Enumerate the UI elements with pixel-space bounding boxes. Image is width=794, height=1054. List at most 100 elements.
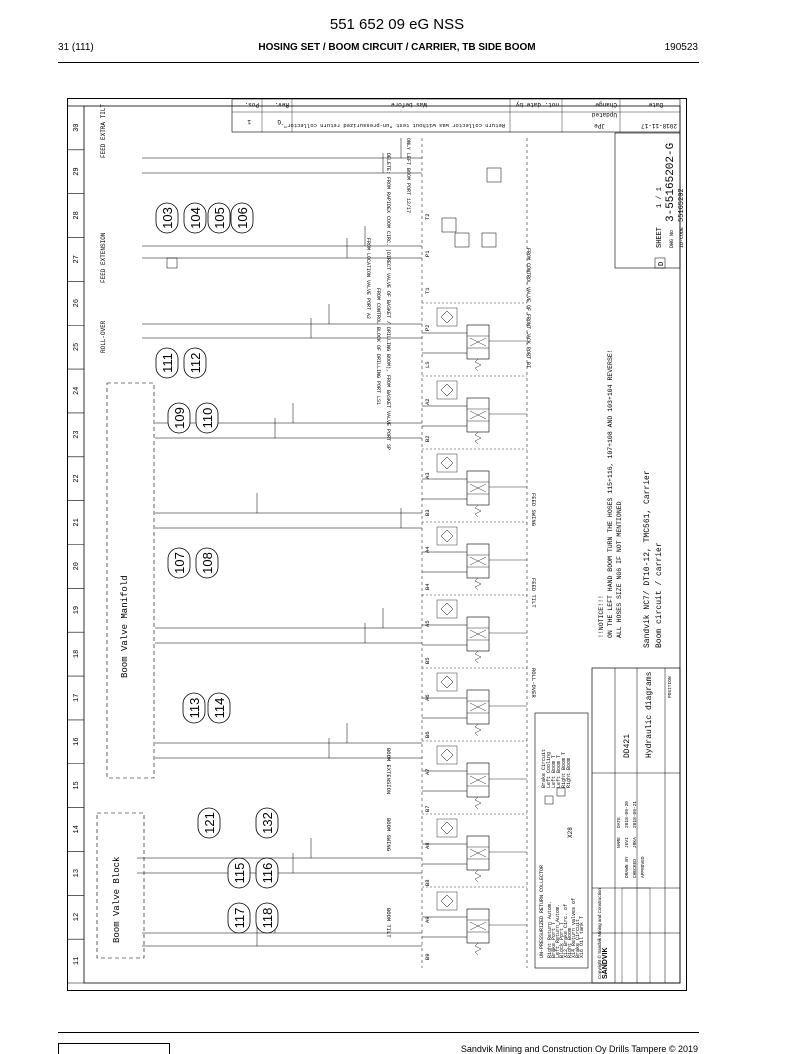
rev-row-pos: 1 (247, 118, 251, 125)
hose-number: 121 (202, 812, 217, 834)
hose-number: 111 (160, 353, 175, 373)
port-labels: B9A9B8A8B7A7B6A6B5A5B4A4B3A3B2A2LSP2T1P1… (424, 213, 431, 960)
rev-row-text: Return collector was without text "un-pr… (281, 122, 505, 129)
check-housing (436, 307, 458, 327)
legend-title: UN-PRESSURIZED RETURN COLLECTOR (539, 865, 545, 958)
label-roll-over: ROLL-OVER (100, 320, 107, 353)
tb-product: DD421 (623, 734, 632, 758)
column-label: 22 (73, 474, 81, 482)
label-feed-extra-tilt: FEED EXTRA TILT (100, 104, 107, 158)
valve-port-label: B2 (424, 435, 431, 442)
label-boom-extension: BOOM EXTENSION (385, 748, 392, 794)
hose-bubble: 104 (183, 202, 207, 234)
valve-port-label: A7 (424, 768, 431, 775)
check-valve (440, 310, 454, 324)
column-label: 18 (73, 650, 81, 658)
valve-manifold-label: Boom Valve Manifold (120, 575, 130, 678)
notice-line-2: ON THE LEFT HAND BOOM TURN THE HOSES 115… (607, 349, 614, 638)
spool-arrow (469, 629, 487, 639)
tb-category: Hydraulic diagrams (645, 671, 654, 758)
column-label: 11 (73, 957, 81, 965)
spool-spring (474, 942, 482, 956)
hose-bubble-outline (195, 402, 219, 434)
tb-sheet: 1 / 1 (656, 187, 664, 208)
tb-approved: APPROVED (640, 856, 646, 878)
hose-bubble-outline (167, 547, 191, 579)
legend-brake-line: Left Cooling (546, 752, 552, 788)
hose-bubble: 132 (255, 807, 279, 839)
rev-col-rev: Rev. (275, 101, 289, 108)
hose-bubble-outline (227, 857, 251, 889)
column-label: 26 (73, 299, 81, 307)
spool-spring (474, 650, 482, 664)
hose-bubble: 116 (255, 857, 279, 889)
tb-dwg-label: DWG No (669, 230, 675, 248)
hose-bubble: 113 (182, 692, 206, 724)
brand-sandvik: SANDVIK (602, 947, 609, 979)
hose-bubble-outline (255, 902, 279, 934)
valve-port-label: LS (424, 361, 431, 368)
check-valve (440, 675, 454, 689)
hose-number: 103 (160, 207, 175, 229)
check-housing (436, 526, 458, 546)
check-housing (436, 599, 458, 619)
hose-bubble: 107 (167, 547, 191, 579)
check-valve (440, 748, 454, 762)
column-label: 30 (73, 124, 81, 132)
valve-port-label: A8 (424, 842, 431, 849)
spool-spring (474, 431, 482, 445)
hose-number: 115 (232, 863, 247, 884)
valve-port-label: B6 (424, 731, 431, 738)
valve-port-label: B8 (424, 879, 431, 886)
tb-id-label: ID-CODE (679, 227, 685, 248)
page-number: 31 (111) (58, 42, 94, 53)
date-code: 190523 (664, 42, 698, 53)
spool-arrow (469, 848, 487, 858)
legend-line: X12 Brake Circ. of (563, 904, 569, 958)
border-column-ticks (67, 105, 84, 940)
callout-delete: DELETE: FROM RAPIDEX COOM CIRC. (DIRECT … (385, 153, 391, 450)
spool-arrow (469, 775, 487, 785)
column-label: 25 (73, 343, 81, 351)
notice-line-3: ALL HOSES SIZE NG6 IF NOT MENTIONED (616, 501, 623, 638)
revision-table: Pos. Rev. Was before not. date by Change… (231, 98, 681, 133)
legend-line: X14 Return valves of (571, 898, 577, 958)
valve-F (486, 167, 502, 183)
valve-port-label: A3 (424, 472, 431, 479)
hose-bubble: 118 (255, 902, 279, 934)
column-label: 16 (73, 737, 81, 745)
hose-number: 110 (200, 408, 215, 429)
callout-location-valve: FROM LOCATION VALVE PORT A2 (365, 238, 371, 319)
hose-bubble-outline (182, 692, 206, 724)
hose-number: 112 (188, 353, 203, 374)
hose-bubble: 105 (207, 202, 231, 234)
hose-bubble-outline (167, 402, 191, 434)
hose-bubble: 103 (155, 202, 179, 234)
label-feed-swing: FEED SWING (530, 493, 537, 526)
hose-bubble: 121 (197, 807, 221, 839)
hose-bubble: 115 (227, 857, 251, 889)
tb-position: POSITION (667, 676, 673, 698)
document-title: 551 652 09 eG NSS (329, 16, 465, 33)
hose-bubble: 112 (183, 347, 207, 379)
callout-control-block: FROM CONTROL BLOCK OF DRILLING PORT LS1 (375, 288, 381, 405)
valve-port-label: B3 (424, 509, 431, 516)
rev-col-date-by: not. date by (515, 101, 559, 108)
marker-A (166, 257, 178, 269)
header-rule (58, 62, 699, 63)
legend-line: Brake Circuit (575, 919, 581, 958)
valve-F2 (481, 232, 497, 248)
tb-date-header: DATE (616, 817, 622, 828)
hose-bubble-outline (207, 692, 231, 724)
hose-number: 104 (188, 207, 203, 229)
hose-lines (137, 138, 422, 947)
spool-spring (474, 504, 482, 518)
check-valve (440, 894, 454, 908)
valve-port-label: A5 (424, 620, 431, 627)
valve-port-label: B5 (424, 657, 431, 664)
column-label: 14 (73, 825, 81, 833)
rev-row-by: JPe (594, 122, 605, 129)
check-housing (436, 672, 458, 692)
